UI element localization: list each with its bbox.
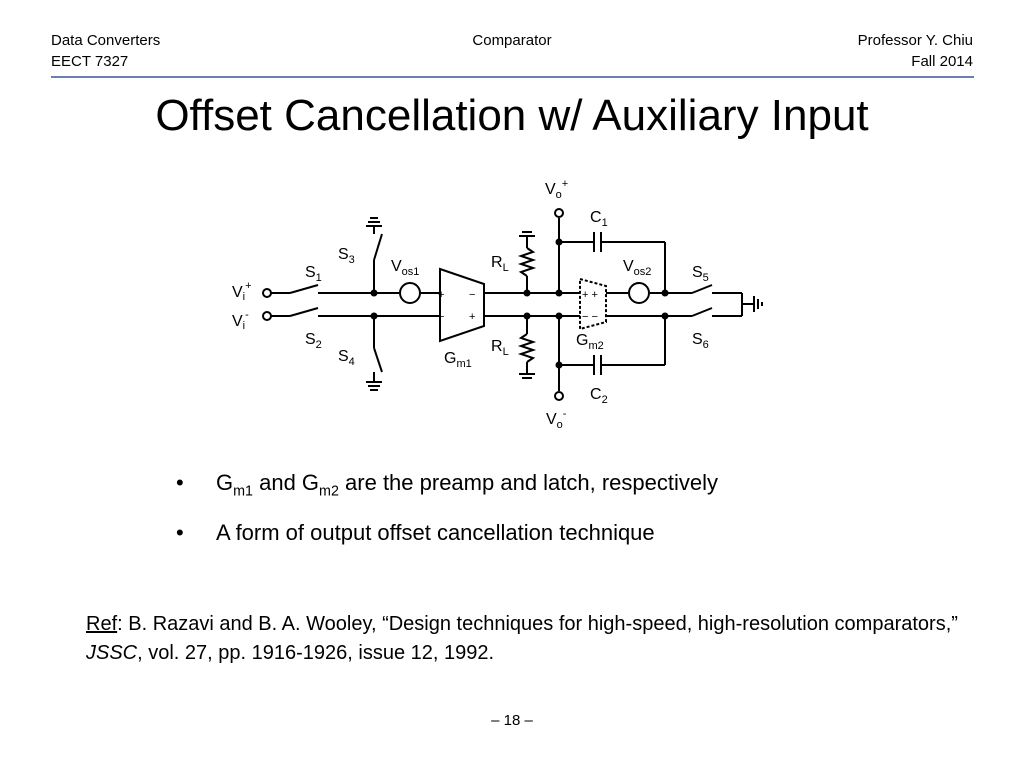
gm2-bottom-signs: − − (582, 311, 598, 323)
header-divider (51, 76, 974, 78)
gm1-top-plus: + (438, 289, 444, 301)
label-rl-top: RL (491, 254, 509, 274)
gm1-bottom-plus: + (469, 311, 475, 323)
label-gm1: Gm1 (444, 350, 472, 370)
bullet-item: • A form of output offset cancellation t… (176, 516, 718, 550)
label-s4: S4 (338, 348, 355, 368)
bullet-dot: • (176, 470, 184, 495)
label-s5: S5 (692, 264, 709, 284)
course-name: Data Converters (51, 32, 161, 49)
reference: Ref: B. Razavi and B. A. Wooley, “Design… (86, 613, 958, 664)
label-s2: S2 (305, 331, 322, 351)
circuit-nodes (370, 238, 669, 369)
bullet-item: • Gm1 and Gm2 are the preamp and latch, … (176, 466, 718, 508)
gm1-bottom-minus: − (438, 311, 444, 323)
gm1-top-minus: − (469, 289, 475, 301)
bullet-dot: • (176, 520, 184, 546)
gm2-top-signs: + + (582, 289, 598, 301)
semester: Fall 2014 (911, 53, 973, 70)
course-code: EECT 7327 (51, 53, 129, 70)
label-s6: S6 (692, 331, 709, 351)
label-vo-plus: Vo+ (545, 178, 568, 201)
label-c1: C1 (590, 209, 608, 229)
label-vos2: Vos2 (623, 258, 651, 278)
label-c2: C2 (590, 386, 608, 406)
label-vo-minus: Vo- (546, 408, 567, 431)
label-rl-bottom: RL (491, 338, 509, 358)
label-vi-minus: Vi- (232, 309, 249, 332)
page-number: – 18 – (491, 712, 533, 729)
reference-label: Ref (86, 613, 118, 635)
label-s1: S1 (305, 264, 322, 284)
input-terminals (262, 288, 272, 321)
header-left: Data Converters EECT 7327 (51, 30, 160, 72)
bullet-list: • Gm1 and Gm2 are the preamp and latch, … (176, 466, 718, 558)
label-vi-plus: Vi+ (232, 280, 252, 303)
professor-name: Professor Y. Chiu (857, 32, 973, 49)
label-gm2: Gm2 (576, 332, 604, 352)
label-s3: S3 (338, 246, 355, 266)
label-vos1: Vos1 (391, 258, 419, 278)
header-right: Professor Y. Chiu Fall 2014 (858, 30, 973, 72)
slide-title: Offset Cancellation w/ Auxiliary Input (155, 91, 869, 140)
circuit-wires (271, 208, 763, 401)
header-center: Comparator (472, 32, 552, 49)
journal-name: JSSC (86, 642, 138, 664)
circuit-labels: Vi+ Vi- S1 S2 S3 S4 Vos1 Gm1 RL RL Vo+ V… (232, 178, 709, 431)
